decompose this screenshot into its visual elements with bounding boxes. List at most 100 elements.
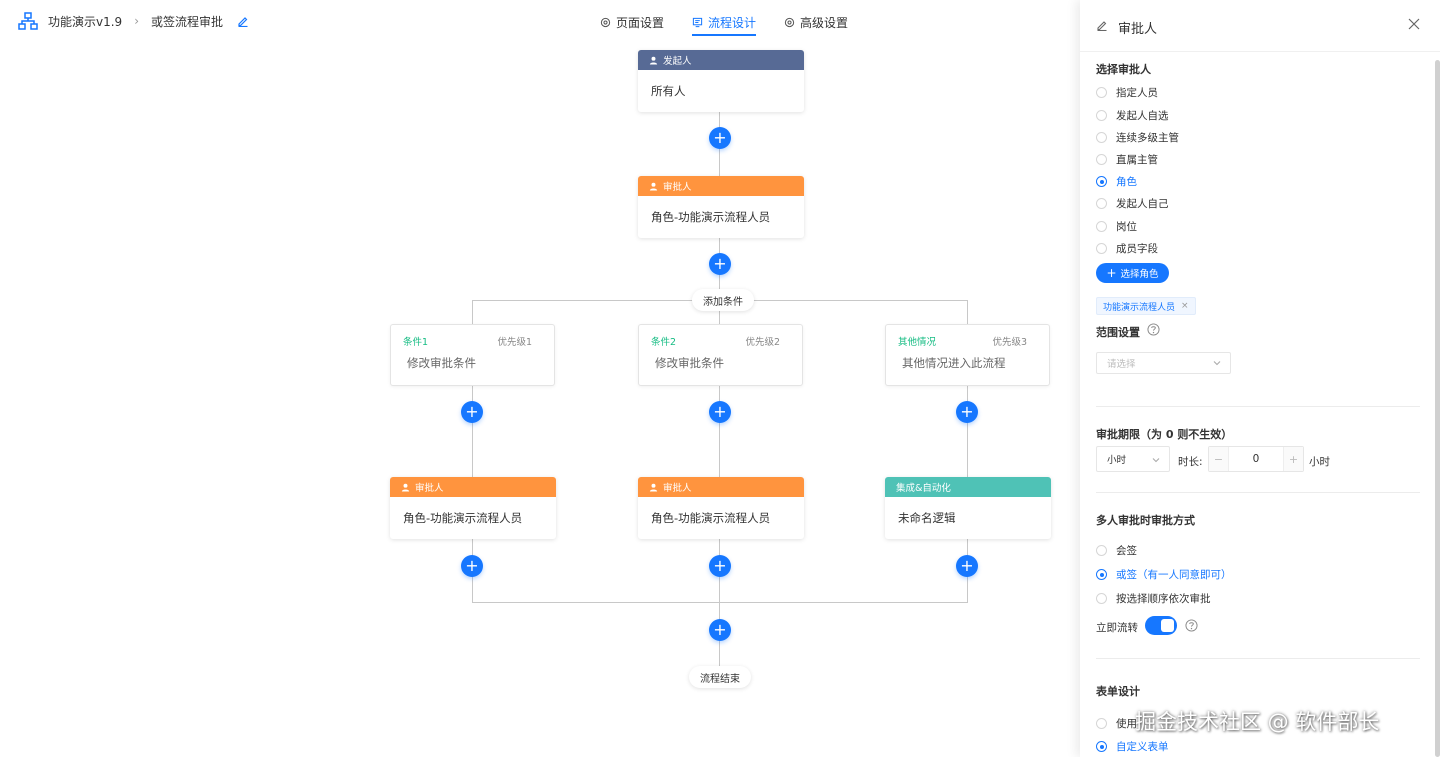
branch-bottom-line: [472, 602, 968, 603]
drawer-title: 审批人: [1118, 22, 1158, 37]
radio-or-sign[interactable]: 或签（有一人同意即可）: [1096, 567, 1232, 582]
radio-role[interactable]: 角色: [1096, 174, 1137, 189]
duration-unit-label: 小时: [1309, 456, 1330, 468]
decrement-button[interactable]: −: [1209, 447, 1229, 471]
condition-box[interactable]: 条件1 优先级1 修改审批条件: [390, 324, 555, 386]
breadcrumb: 功能演示v1.9 › 或签流程审批: [18, 12, 249, 30]
connector-line: [472, 386, 473, 477]
radio-dot: [1096, 132, 1107, 143]
deadline-unit-select[interactable]: 小时: [1096, 446, 1170, 472]
app-name[interactable]: 功能演示v1.9: [48, 14, 123, 29]
immediate-flow-toggle[interactable]: [1145, 616, 1177, 635]
help-icon[interactable]: [1147, 323, 1160, 336]
radio-label: 会签: [1116, 545, 1137, 557]
button-label: 选择角色: [1120, 269, 1159, 280]
tab-advanced-settings[interactable]: 高级设置: [784, 0, 848, 40]
duration-value[interactable]: 0: [1252, 453, 1260, 465]
scope-title: 范围设置: [1096, 326, 1140, 339]
radio-label: 发起人自选: [1116, 110, 1169, 122]
radio-dot: [1096, 87, 1107, 98]
plus-icon: +: [1106, 266, 1117, 280]
condition-title: 其他情况: [898, 337, 937, 348]
add-node-button[interactable]: +: [709, 619, 731, 641]
automation-node[interactable]: 集成&自动化 未命名逻辑: [885, 477, 1051, 539]
add-node-button[interactable]: +: [709, 401, 731, 423]
chevron-down-icon: [1213, 361, 1221, 366]
tab-label: 页面设置: [616, 15, 665, 30]
node-header: 审批人: [638, 477, 804, 497]
tab-page-settings[interactable]: 页面设置: [600, 0, 664, 40]
add-node-button[interactable]: +: [956, 555, 978, 577]
radio-label: 发起人自己: [1116, 198, 1169, 210]
start-node[interactable]: 发起人 所有人: [638, 50, 804, 112]
add-node-button[interactable]: +: [709, 127, 731, 149]
scrollbar[interactable]: [1435, 60, 1440, 757]
help-icon[interactable]: [1185, 619, 1198, 632]
settings-icon: [784, 17, 795, 27]
add-condition-button[interactable]: 添加条件: [692, 289, 754, 311]
radio-direct-supervisor[interactable]: 直属主管: [1096, 152, 1158, 167]
radio-label: 或签（有一人同意即可）: [1116, 569, 1232, 581]
condition-priority: 优先级3: [992, 337, 1027, 348]
flow-canvas: 发起人 所有人 + 审批人 角色-功能演示流程人员 + 添加条件 条件1 优先级…: [0, 44, 1080, 757]
radio-dot: [1096, 718, 1107, 729]
duration-stepper[interactable]: − 0 +: [1208, 446, 1304, 472]
condition-body: 其他情况进入此流程: [902, 356, 1006, 370]
close-icon[interactable]: [1408, 18, 1420, 30]
branch-line-right: [967, 300, 968, 324]
radio-dot: [1096, 110, 1107, 121]
radio-label: 连续多级主管: [1116, 132, 1179, 144]
condition-box[interactable]: 条件2 优先级2 修改审批条件: [638, 324, 803, 386]
tab-label: 流程设计: [708, 15, 757, 30]
divider: [1096, 492, 1420, 493]
radio-use-form[interactable]: 使用: [1096, 716, 1137, 731]
watermark: 掘金技术社区 @ 软件部长: [1135, 710, 1380, 734]
radio-label: 使用: [1116, 718, 1137, 730]
tab-flow-design[interactable]: 流程设计: [692, 0, 757, 40]
duration-label: 时长:: [1178, 456, 1203, 468]
radio-dot: [1096, 198, 1107, 209]
branch-line-left: [472, 300, 473, 324]
tag-close-icon[interactable]: ×: [1181, 301, 1189, 311]
radio-dot: [1096, 154, 1107, 165]
radio-dot: [1096, 243, 1107, 254]
edit-icon[interactable]: [237, 15, 249, 27]
add-node-button[interactable]: +: [956, 401, 978, 423]
condition-box-other[interactable]: 其他情况 优先级3 其他情况进入此流程: [885, 324, 1050, 386]
radio-multi-level-supervisor[interactable]: 连续多级主管: [1096, 130, 1179, 145]
add-node-button[interactable]: +: [709, 555, 731, 577]
add-node-button[interactable]: +: [709, 253, 731, 275]
condition-title: 条件2: [651, 337, 677, 348]
node-header-label: 集成&自动化: [896, 483, 951, 494]
radio-dot: [1096, 545, 1107, 556]
radio-position[interactable]: 岗位: [1096, 219, 1137, 234]
node-body: 所有人: [651, 84, 686, 98]
radio-member-field[interactable]: 成员字段: [1096, 241, 1158, 256]
node-body: 角色-功能演示流程人员: [651, 511, 771, 525]
radio-initiator-select[interactable]: 发起人自选: [1096, 108, 1169, 123]
radio-custom-form[interactable]: 自定义表单: [1096, 739, 1169, 754]
add-node-button[interactable]: +: [461, 401, 483, 423]
edit-icon[interactable]: [1096, 19, 1108, 31]
user-icon: [649, 56, 658, 65]
scope-select[interactable]: 请选择: [1096, 352, 1231, 374]
flow-name: 或签流程审批: [151, 14, 224, 29]
radio-label: 成员字段: [1116, 243, 1158, 255]
radio-dot: [1096, 176, 1107, 187]
connector-line: [967, 386, 968, 477]
add-node-button[interactable]: +: [461, 555, 483, 577]
radio-label: 指定人员: [1116, 87, 1158, 99]
toggle-knob: [1161, 619, 1174, 632]
condition-priority: 优先级2: [745, 337, 780, 348]
radio-designated-member[interactable]: 指定人员: [1096, 85, 1158, 100]
select-role-button[interactable]: + 选择角色: [1096, 263, 1169, 283]
radio-countersign[interactable]: 会签: [1096, 543, 1137, 558]
top-bar: 功能演示v1.9 › 或签流程审批 页面设置 流程设计 高级设置: [0, 0, 1080, 44]
connector-line: [719, 386, 720, 477]
increment-button[interactable]: +: [1283, 447, 1303, 471]
radio-initiator-self[interactable]: 发起人自己: [1096, 196, 1169, 211]
radio-sequential[interactable]: 按选择顺序依次审批: [1096, 591, 1211, 606]
approver-node[interactable]: 审批人 角色-功能演示流程人员: [638, 176, 804, 238]
branch-approver-node[interactable]: 审批人 角色-功能演示流程人员: [390, 477, 556, 539]
branch-approver-node[interactable]: 审批人 角色-功能演示流程人员: [638, 477, 804, 539]
